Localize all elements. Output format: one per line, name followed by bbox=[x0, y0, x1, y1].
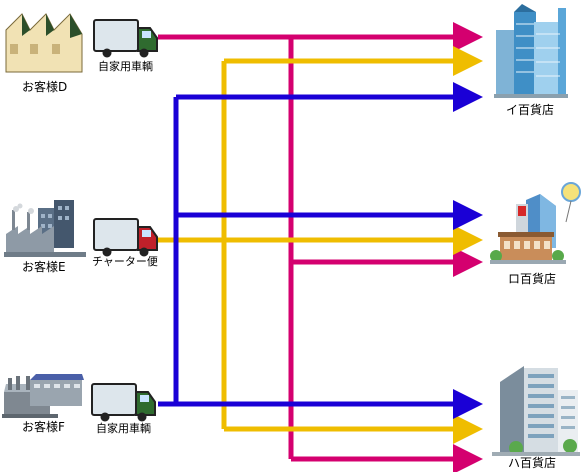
truck-icon bbox=[93, 218, 158, 257]
customer-label-f: お客様F bbox=[22, 420, 65, 434]
store-label-i: イ百貨店 bbox=[506, 103, 555, 117]
truck-icon bbox=[91, 383, 156, 422]
factory-sawtooth-icon bbox=[5, 13, 83, 73]
vehicle-label-1: 自家用車輌 bbox=[98, 60, 153, 73]
department-store-mall-icon bbox=[490, 182, 581, 264]
route-customer-e bbox=[158, 46, 483, 444]
customer-label-d: お客様D bbox=[22, 80, 68, 94]
vehicle-label-2: チャーター便 bbox=[92, 255, 158, 268]
vehicle-label-3: 自家用車輌 bbox=[96, 422, 151, 435]
store-label-ha: ハ百貨店 bbox=[508, 456, 557, 470]
factory-warehouse-icon bbox=[2, 374, 84, 418]
truck-icon bbox=[93, 19, 158, 58]
customer-label-e: お客様E bbox=[22, 260, 66, 274]
store-label-ro: ロ百貨店 bbox=[508, 272, 557, 286]
factory-plant-icon bbox=[4, 200, 86, 257]
route-customer-f bbox=[158, 82, 483, 419]
department-store-office-icon bbox=[492, 366, 580, 456]
department-store-tower-icon bbox=[494, 4, 568, 98]
route-customer-d bbox=[158, 22, 483, 472]
